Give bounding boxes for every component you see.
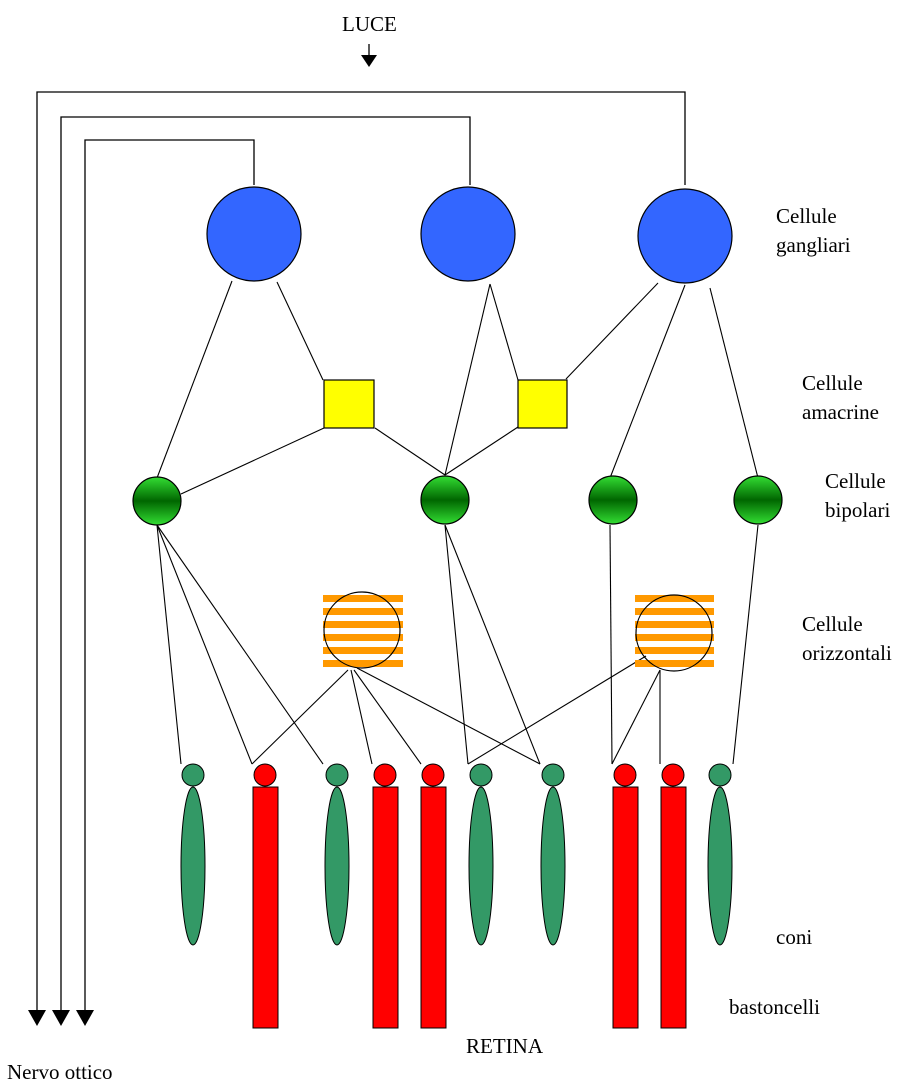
- amacrine-cell: [323, 379, 375, 429]
- cone-nucleus: [708, 763, 732, 787]
- rod-body: [252, 786, 279, 1029]
- bipolar-cell: [733, 475, 783, 525]
- ganglion-cell: [420, 186, 516, 282]
- light-arrow: [361, 44, 377, 67]
- ganglion-cell: [206, 186, 302, 282]
- cone-body: [540, 786, 566, 946]
- retina-label: RETINA: [466, 1034, 543, 1058]
- rods: [252, 763, 687, 1029]
- bipolar-cells: [132, 475, 783, 526]
- cone-body: [707, 786, 733, 946]
- cones: [180, 763, 733, 946]
- optic-nerve-arrowheads: [28, 1010, 94, 1026]
- amacrine-cell: [517, 379, 568, 429]
- rod-nucleus: [421, 763, 445, 787]
- optic-nerve-fibers: [36, 91, 686, 1015]
- ganglion-cells: [206, 186, 733, 284]
- cone-nucleus: [469, 763, 493, 787]
- ganglion-cell: [637, 188, 733, 284]
- rod-nucleus: [661, 763, 685, 787]
- cone-nucleus: [181, 763, 205, 787]
- horizontal-cell: [635, 594, 714, 672]
- rod-nucleus: [613, 763, 637, 787]
- cones-label: coni: [776, 925, 813, 949]
- bipolar-cell: [420, 475, 470, 525]
- cone-nucleus: [541, 763, 565, 787]
- cone-nucleus: [325, 763, 349, 787]
- bipolar-cell: [588, 475, 638, 525]
- horizontal-cell: [323, 591, 403, 669]
- cone-body: [468, 786, 494, 946]
- optic-nerve-label: Nervo ottico: [7, 1060, 113, 1084]
- cone-body: [180, 786, 206, 946]
- rod-body: [420, 786, 447, 1029]
- rod-nucleus: [253, 763, 277, 787]
- rod-body: [612, 786, 639, 1029]
- connections: [156, 280, 759, 765]
- rods-label: bastoncelli: [729, 995, 820, 1019]
- bipolar-cell: [132, 476, 182, 526]
- cone-body: [324, 786, 350, 946]
- rod-body: [660, 786, 687, 1029]
- amacrine-cells: [323, 379, 568, 429]
- light-label: LUCE: [342, 12, 397, 36]
- rod-body: [372, 786, 399, 1029]
- rod-nucleus: [373, 763, 397, 787]
